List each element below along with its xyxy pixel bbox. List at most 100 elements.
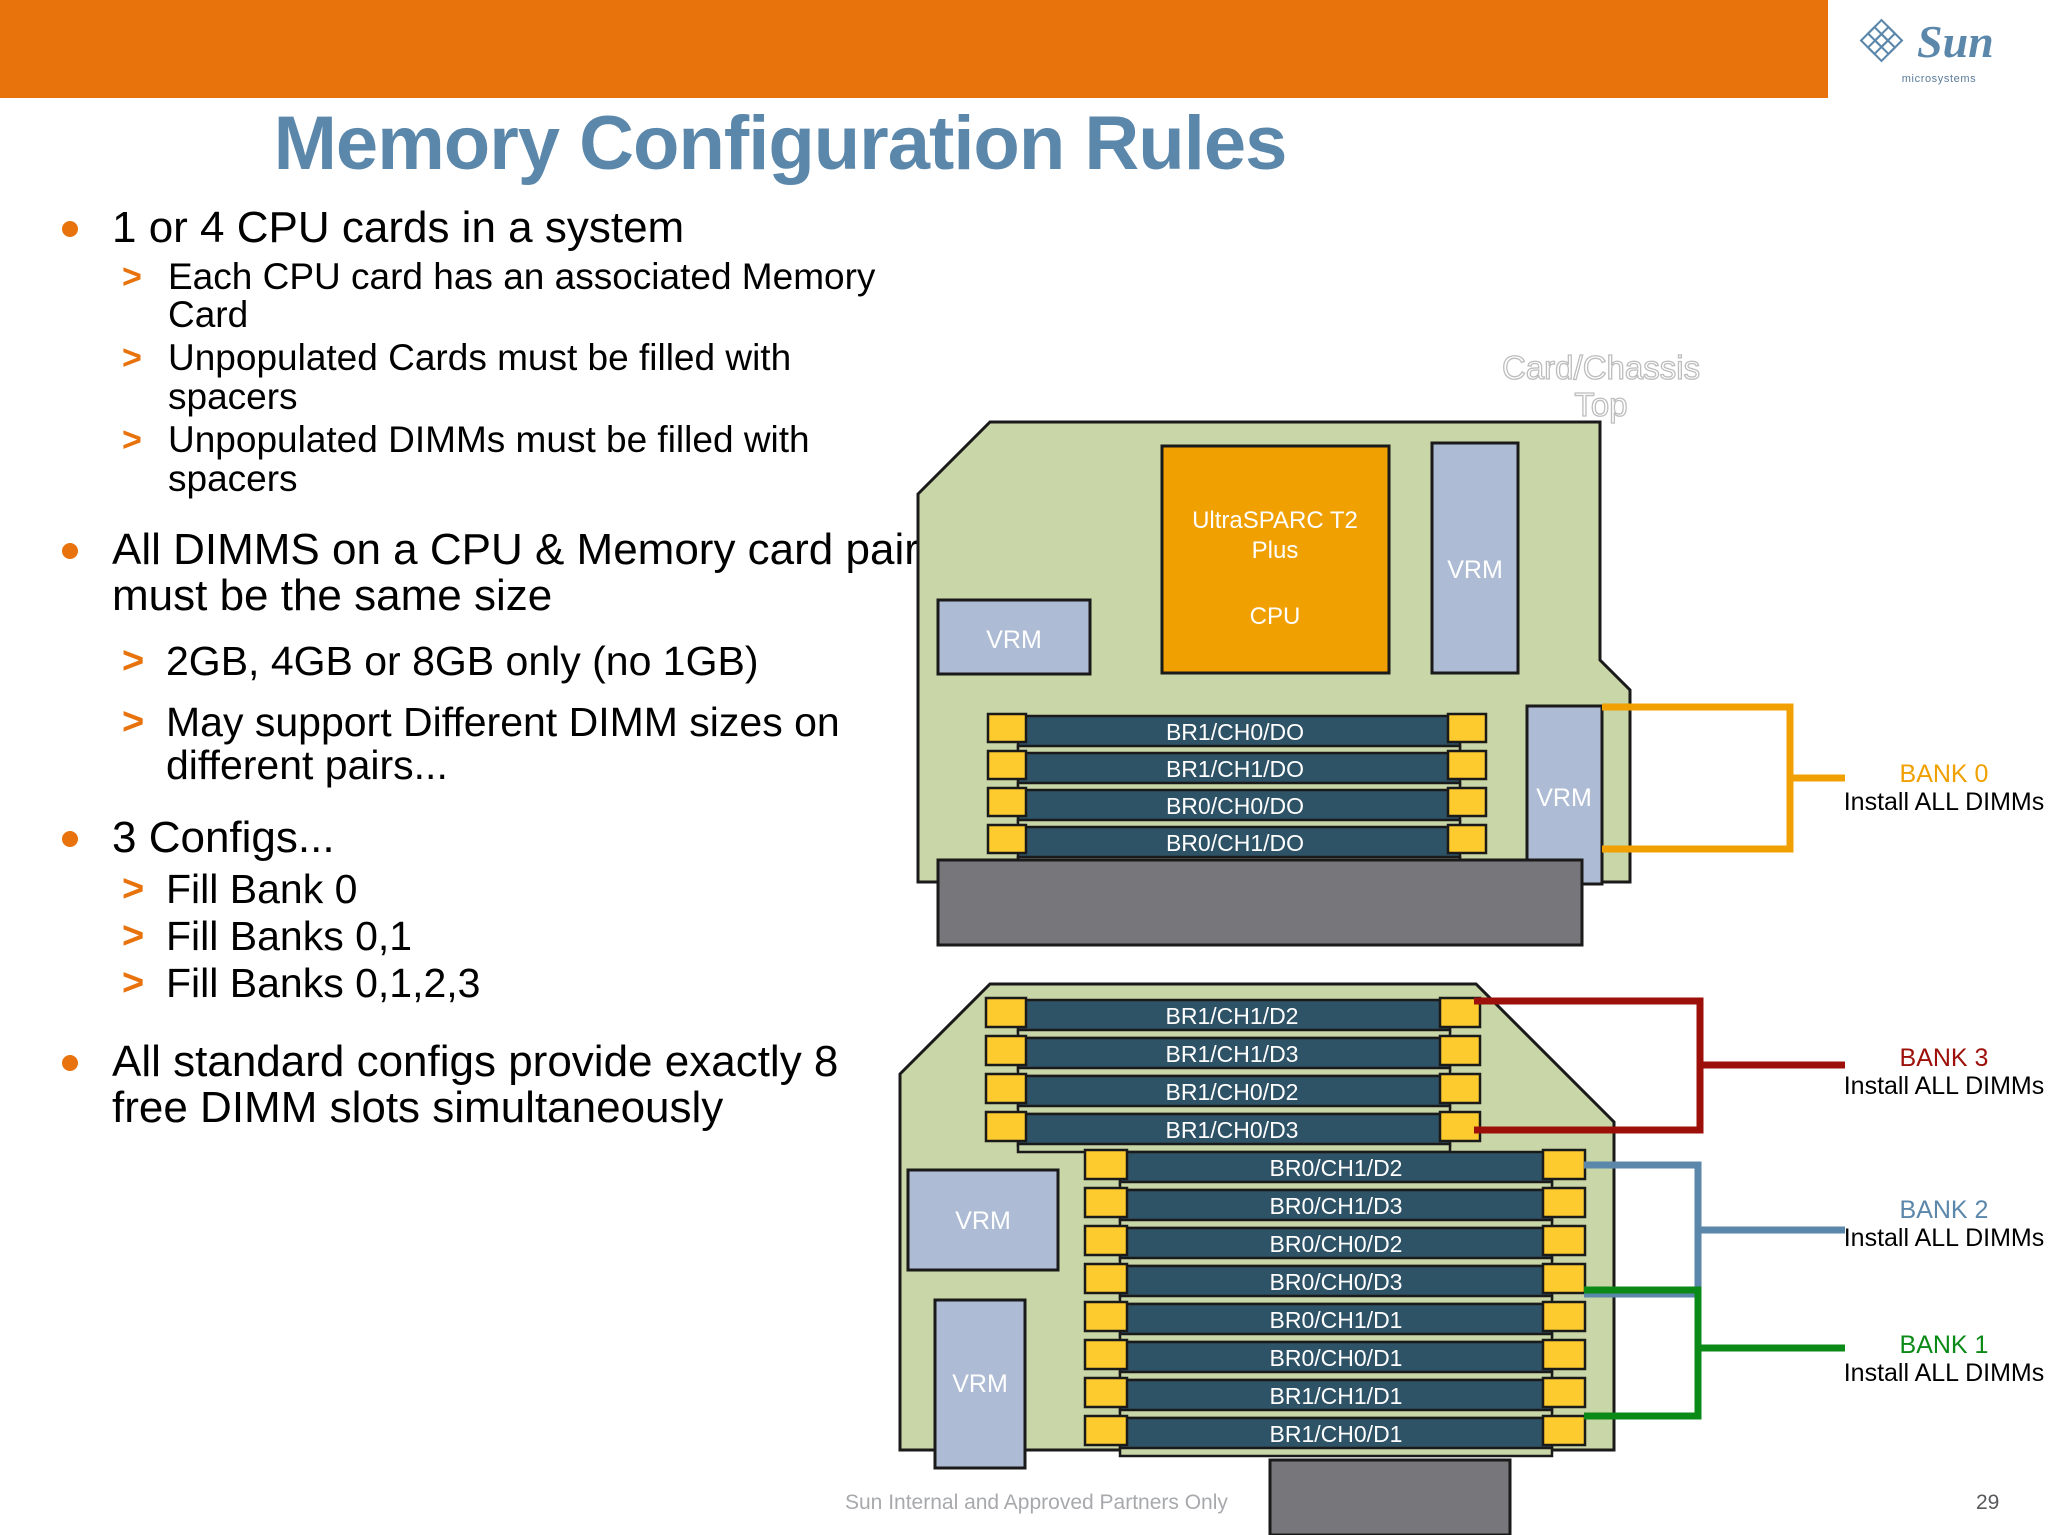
dimm-label: BR0/CH0/DO bbox=[1166, 793, 1304, 819]
dimm-slot: BR1/CH1/DO bbox=[986, 749, 1488, 793]
dimm-clip-left bbox=[984, 1110, 1028, 1143]
vrm-lower-top-label: VRM bbox=[955, 1207, 1011, 1235]
dimm-label: BR0/CH1/D1 bbox=[1270, 1307, 1403, 1333]
dimm-slot: BR0/CH1/D3 bbox=[1083, 1186, 1587, 1230]
chevron-right-icon: > bbox=[122, 867, 145, 910]
bullet-text: Unpopulated Cards must be filled with sp… bbox=[168, 337, 792, 418]
dimm-clip-left bbox=[1083, 1148, 1129, 1181]
chevron-right-icon: > bbox=[122, 639, 145, 682]
chassis-top-label: Card/Chassis Top bbox=[1501, 348, 1701, 423]
header-white-area bbox=[1828, 0, 2048, 98]
bank-callout-1: BANK 1 Install ALL DIMMs bbox=[1840, 1331, 2048, 1387]
svg-text:Sun: Sun bbox=[1917, 16, 1994, 67]
dimm-clip-right bbox=[1438, 996, 1482, 1029]
bank-name: BANK 0 bbox=[1899, 760, 1989, 788]
dimm-slot: BR1/CH0/DO bbox=[986, 712, 1488, 756]
bullet-level2: > Fill Banks 0,1,2,3 bbox=[40, 959, 920, 1006]
dimm-clip-right bbox=[1446, 786, 1488, 818]
dimm-label: BR1/CH1/D2 bbox=[1166, 1003, 1299, 1029]
bank3-bracket bbox=[1474, 997, 1845, 1134]
dimm-clip-left bbox=[986, 712, 1028, 744]
dimm-clip-left bbox=[1083, 1262, 1129, 1295]
dimm-clip-left bbox=[986, 749, 1028, 781]
bullet-text: Fill Banks 0,1,2,3 bbox=[166, 959, 481, 1006]
chevron-right-icon: > bbox=[122, 257, 142, 296]
bullet-level2: > Fill Banks 0,1 bbox=[40, 912, 920, 959]
bullet-text: Unpopulated DIMMs must be filled with sp… bbox=[168, 419, 810, 499]
dimm-slot: BR1/CH1/D1 bbox=[1083, 1376, 1587, 1420]
page-title: Memory Configuration Rules bbox=[273, 101, 1288, 186]
dimm-clip-right bbox=[1446, 712, 1488, 744]
cpu-label-line3: CPU bbox=[1250, 603, 1301, 630]
vrm-lower-bottom-label: VRM bbox=[952, 1370, 1008, 1398]
dimm-clip-right bbox=[1541, 1414, 1587, 1447]
dimm-slot: BR0/CH1/D2 bbox=[1083, 1148, 1587, 1192]
bullet-list: 1 or 4 CPU cards in a system > Each CPU … bbox=[40, 203, 920, 1138]
dimm-label: BR0/CH0/D1 bbox=[1270, 1345, 1403, 1371]
dimm-clip-left bbox=[1083, 1414, 1129, 1447]
dimm-slot: BR1/CH1/D2 bbox=[984, 996, 1482, 1040]
chevron-right-icon: > bbox=[122, 700, 145, 743]
bullet-text: May support Different DIMM sizes on diff… bbox=[166, 698, 840, 789]
dimm-label: BR0/CH0/D3 bbox=[1270, 1269, 1403, 1295]
bank0-bracket bbox=[1602, 703, 1845, 853]
dimm-slot: BR0/CH0/DO bbox=[986, 786, 1488, 830]
dimm-clip-left bbox=[984, 1072, 1028, 1105]
dimm-slot: BR0/CH1/D1 bbox=[1083, 1300, 1587, 1344]
vrm-upper-right bbox=[1430, 441, 1520, 675]
dimm-clip-left bbox=[1083, 1224, 1129, 1257]
bullet-level1: 1 or 4 CPU cards in a system bbox=[40, 203, 920, 252]
dimm-clip-right bbox=[1541, 1148, 1587, 1181]
dimm-label: BR0/CH1/D3 bbox=[1270, 1193, 1403, 1219]
bullet-text: Fill Bank 0 bbox=[166, 865, 358, 912]
dimm-clip-left bbox=[1083, 1376, 1129, 1409]
lower-card-board bbox=[898, 982, 1616, 1452]
bank-callout-0: BANK 0 Install ALL DIMMs bbox=[1840, 760, 2048, 816]
dimm-slot: BR0/CH0/D1 bbox=[1083, 1338, 1587, 1382]
dimm-clip-left bbox=[984, 996, 1028, 1029]
upper-card-connector bbox=[936, 858, 1584, 947]
dimm-label: BR1/CH0/D1 bbox=[1270, 1421, 1403, 1447]
bullet-text: 1 or 4 CPU cards in a system bbox=[112, 203, 685, 252]
dimm-label: BR0/CH1/DO bbox=[1166, 830, 1304, 856]
bullet-dot-icon bbox=[62, 221, 78, 237]
vrm-upper-right-label: VRM bbox=[1447, 556, 1503, 584]
dimm-clip-left bbox=[1083, 1300, 1129, 1333]
dimm-clip-right bbox=[1541, 1224, 1587, 1257]
dimm-slot: BR1/CH0/D1 bbox=[1083, 1414, 1587, 1458]
bullet-dot-icon bbox=[62, 542, 78, 559]
dimm-slot: BR1/CH0/D3 bbox=[984, 1110, 1482, 1154]
dimm-clip-right bbox=[1446, 823, 1488, 855]
dimm-clip-right bbox=[1541, 1300, 1587, 1333]
chevron-right-icon: > bbox=[122, 339, 142, 378]
dimm-label: BR1/CH0/DO bbox=[1166, 719, 1304, 745]
dimm-clip-right bbox=[1541, 1338, 1587, 1371]
dimm-slot: BR0/CH1/DO bbox=[986, 823, 1488, 867]
vrm-upper-left bbox=[936, 598, 1092, 676]
bank-callout-2: BANK 2 Install ALL DIMMs bbox=[1840, 1196, 2048, 1252]
header-orange-band bbox=[0, 0, 1828, 98]
bank-name: BANK 2 bbox=[1899, 1196, 1989, 1224]
cpu-package bbox=[1160, 444, 1391, 675]
dimm-clip-left bbox=[986, 786, 1028, 818]
vrm-upper-left-label: VRM bbox=[986, 626, 1042, 654]
dimm-group-bank3: BR1/CH1/D2 BR1/CH1/D3 BR1/CH0/D2 BR1/CH0… bbox=[984, 996, 1482, 1154]
dimm-slot: BR0/CH0/D2 bbox=[1083, 1224, 1587, 1268]
dimm-clip-left bbox=[1083, 1338, 1129, 1371]
bullet-level2: > May support Different DIMM sizes on di… bbox=[40, 698, 920, 789]
chevron-right-icon: > bbox=[122, 421, 142, 459]
upper-card-board bbox=[916, 420, 1632, 884]
bullet-text: All DIMMS on a CPU & Memory card pair mu… bbox=[112, 524, 919, 621]
bullet-text: Fill Banks 0,1 bbox=[166, 912, 413, 959]
lower-card-connector bbox=[1268, 1458, 1512, 1535]
dimm-clip-right bbox=[1541, 1376, 1587, 1409]
sun-logo-subtext: microsystems bbox=[1901, 73, 1977, 85]
dimm-label: BR1/CH1/DO bbox=[1166, 756, 1304, 782]
bullet-level2: > Fill Bank 0 bbox=[40, 865, 920, 912]
vrm-lower-top bbox=[906, 1168, 1060, 1272]
bullet-dot-icon bbox=[62, 831, 78, 848]
cpu-label-line1: UltraSPARC T2 bbox=[1192, 507, 1358, 534]
dimm-clip-left bbox=[984, 1034, 1028, 1067]
chevron-right-icon: > bbox=[122, 914, 145, 957]
bullet-level2: > 2GB, 4GB or 8GB only (no 1GB) bbox=[40, 639, 920, 683]
